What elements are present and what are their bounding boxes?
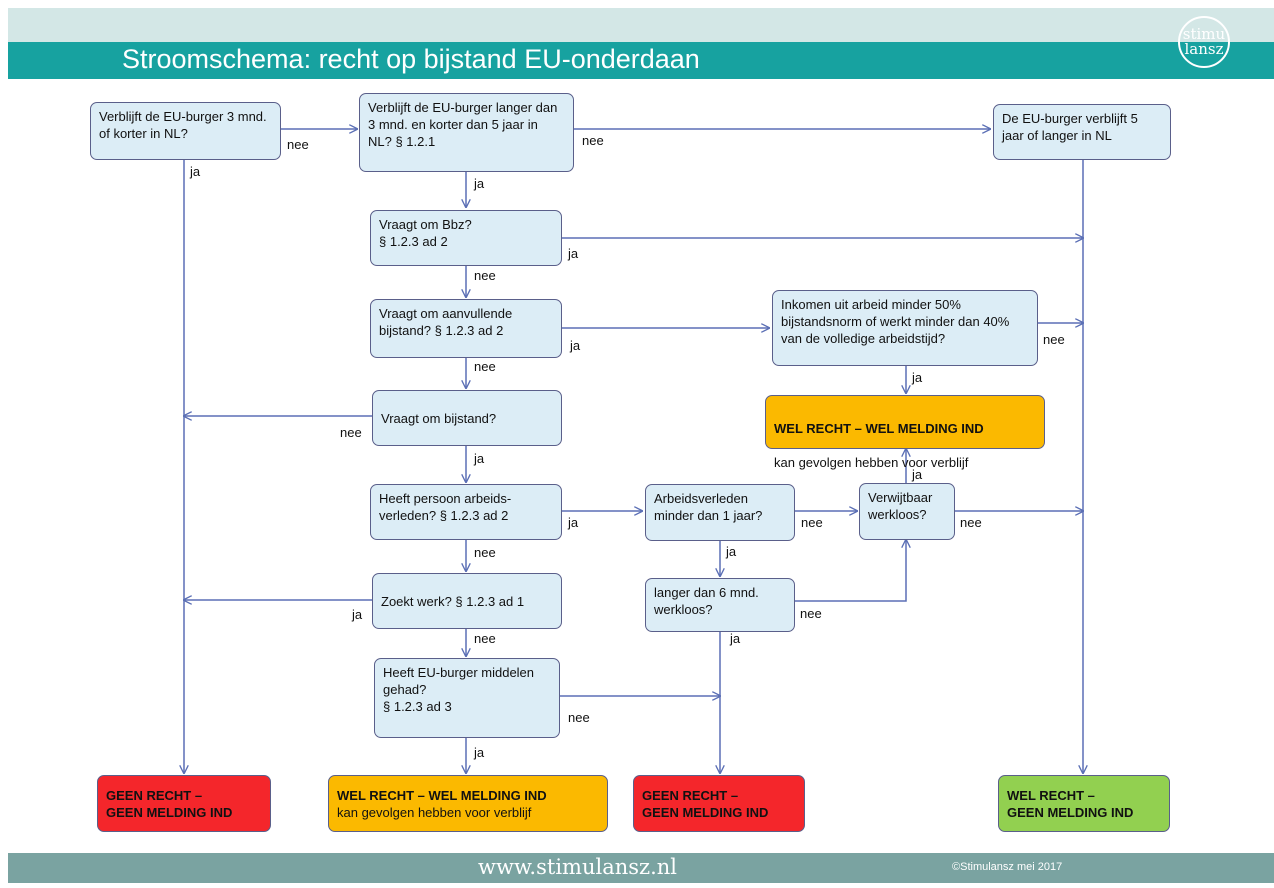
- outcome-welrecht-mid-title: WEL RECHT – WEL MELDING IND: [774, 421, 984, 436]
- stimulansz-logo: stimu lansz: [1178, 16, 1230, 68]
- arrow-langer6-verwijt: [795, 540, 906, 602]
- node-minder1jaar: Arbeidsverleden minder dan 1 jaar?: [645, 484, 795, 541]
- outcome-geen-recht-2-title: GEEN RECHT – GEEN MELDING IND: [642, 787, 769, 820]
- title-bar: [8, 42, 1274, 79]
- label-aanvullend-nee: nee: [474, 359, 496, 374]
- footer-band: [8, 853, 1274, 883]
- outcome-welrecht-bottom: WEL RECHT – WEL MELDING IND kan gevolgen…: [328, 775, 608, 832]
- label-bijstand-ja: ja: [474, 451, 485, 466]
- node-bbz: Vraagt om Bbz? § 1.2.3 ad 2: [370, 210, 562, 266]
- label-q3to5-nee: nee: [582, 133, 604, 148]
- node-q3mnd: Verblijft de EU-burger 3 mnd. of korter …: [90, 102, 281, 160]
- label-inkomen-ja: ja: [912, 370, 923, 385]
- header-band: [8, 8, 1274, 42]
- label-minder1-ja: ja: [726, 544, 737, 559]
- label-middelen-nee: nee: [568, 710, 590, 725]
- label-bbz-ja: ja: [568, 246, 579, 261]
- outcome-welrecht-green-title: WEL RECHT – GEEN MELDING IND: [1007, 787, 1134, 820]
- node-langer6mnd: langer dan 6 mnd. werkloos?: [645, 578, 795, 632]
- footer-url[interactable]: www.stimulansz.nl: [478, 855, 677, 879]
- node-q5jaar: De EU-burger verblijft 5 jaar of langer …: [993, 104, 1171, 160]
- page-title: Stroomschema: recht op bijstand EU-onder…: [122, 44, 700, 74]
- outcome-welrecht-bottom-sub: kan gevolgen hebben voor verblijf: [337, 804, 532, 820]
- label-arbeid-ja: ja: [568, 515, 579, 530]
- outcome-geen-recht-1-title: GEEN RECHT – GEEN MELDING IND: [106, 787, 233, 820]
- node-zoektwerk: Zoekt werk? § 1.2.3 ad 1: [372, 573, 562, 629]
- label-aanvullend-ja: ja: [570, 338, 581, 353]
- outcome-geen-recht-1: GEEN RECHT – GEEN MELDING IND: [97, 775, 271, 832]
- outcome-geen-recht-2: GEEN RECHT – GEEN MELDING IND: [633, 775, 805, 832]
- logo-line1: stimu: [1183, 25, 1226, 43]
- label-langer6-ja: ja: [730, 631, 741, 646]
- label-minder1-nee: nee: [801, 515, 823, 530]
- logo-line2: lansz: [1184, 40, 1223, 58]
- label-q3mnd-nee: nee: [287, 137, 309, 152]
- outcome-welrecht-bottom-title: WEL RECHT – WEL MELDING IND: [337, 787, 547, 803]
- label-bijstand-nee: nee: [340, 425, 362, 440]
- label-q3to5-ja: ja: [474, 176, 485, 191]
- label-q3mnd-ja: ja: [190, 164, 201, 179]
- label-middelen-ja: ja: [474, 745, 485, 760]
- label-verwijt-nee: nee: [960, 515, 982, 530]
- label-inkomen-nee: nee: [1043, 332, 1065, 347]
- outcome-welrecht-mid-sub: kan gevolgen hebben voor verblijf: [774, 455, 969, 470]
- outcome-welrecht-mid: WEL RECHT – WEL MELDING IND kan gevolgen…: [765, 395, 1045, 470]
- label-zoektwerk-nee: nee: [474, 631, 496, 646]
- label-arbeid-nee: nee: [474, 545, 496, 560]
- node-arbeidsverleden: Heeft persoon arbeids-verleden? § 1.2.3 …: [370, 484, 562, 540]
- label-zoektwerk-ja: ja: [352, 607, 363, 622]
- node-middelen: Heeft EU-burger middelen gehad? § 1.2.3 …: [374, 658, 560, 738]
- label-verwijt-ja: ja: [912, 467, 923, 482]
- node-inkomen: Inkomen uit arbeid minder 50% bijstandsn…: [772, 290, 1038, 366]
- label-langer6-nee: nee: [800, 606, 822, 621]
- label-bbz-nee: nee: [474, 268, 496, 283]
- node-bijstand: Vraagt om bijstand?: [372, 390, 562, 446]
- footer-copyright: ©Stimulansz mei 2017: [952, 861, 1063, 873]
- outcome-welrecht-green: WEL RECHT – GEEN MELDING IND: [998, 775, 1170, 832]
- node-q3to5: Verblijft de EU-burger langer dan 3 mnd.…: [359, 93, 574, 172]
- node-aanvullend: Vraagt om aanvullende bijstand? § 1.2.3 …: [370, 299, 562, 358]
- node-verwijtbaar: Verwijtbaar werkloos?: [859, 483, 955, 540]
